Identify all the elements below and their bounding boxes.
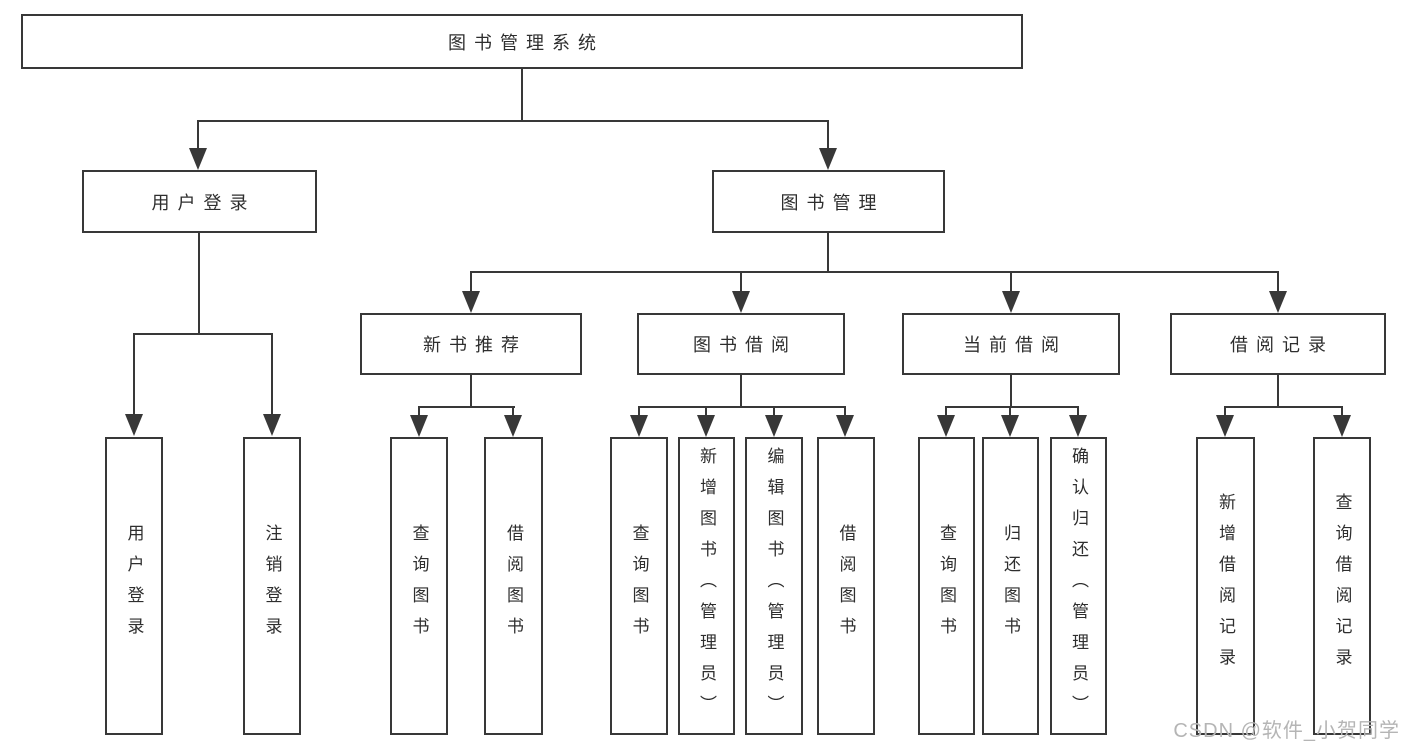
- connector-line: [512, 406, 514, 418]
- arrow-down-icon: [1269, 291, 1287, 313]
- connector-line: [945, 406, 947, 418]
- node-label: 归还图书: [1001, 524, 1020, 648]
- node-label: 确认归还（管理员）: [1069, 446, 1088, 726]
- connector-line: [1277, 271, 1279, 293]
- connector-line: [638, 406, 640, 418]
- node-leaf-confirm-return-admin: 确认归还（管理员）: [1050, 437, 1107, 735]
- node-label: 编辑图书（管理员）: [764, 446, 784, 726]
- node-book-management: 图书管理: [712, 170, 945, 233]
- node-label: 查询图书: [629, 524, 649, 648]
- connector-line: [133, 333, 273, 335]
- arrow-down-icon: [819, 148, 837, 170]
- connector-line: [1010, 375, 1012, 408]
- node-label: 查询图书: [409, 524, 429, 648]
- node-label: 注销登录: [262, 524, 282, 648]
- node-leaf-query-books-3: 查询图书: [918, 437, 975, 735]
- node-label: 新增图书（管理员）: [697, 446, 716, 726]
- connector-line: [945, 406, 1079, 408]
- node-label: 查询借阅记录: [1332, 493, 1352, 679]
- connector-line: [197, 120, 829, 122]
- node-leaf-logout-login: 注销登录: [243, 437, 301, 735]
- connector-line: [740, 375, 742, 408]
- node-leaf-borrow-books-1: 借阅图书: [484, 437, 543, 735]
- connector-line: [638, 406, 846, 408]
- node-leaf-add-borrow-record: 新增借阅记录: [1196, 437, 1255, 735]
- arrow-down-icon: [732, 291, 750, 313]
- node-leaf-query-books-2: 查询图书: [610, 437, 668, 735]
- arrow-down-icon: [765, 415, 783, 437]
- connector-line: [470, 271, 472, 293]
- connector-line: [418, 406, 515, 408]
- arrow-down-icon: [697, 415, 715, 437]
- arrow-down-icon: [937, 415, 955, 437]
- connector-line: [705, 406, 707, 418]
- node-user-login: 用户登录: [82, 170, 317, 233]
- connector-line: [1224, 406, 1343, 408]
- connector-line: [521, 69, 523, 120]
- node-leaf-query-borrow-record: 查询借阅记录: [1313, 437, 1371, 735]
- connector-line: [740, 271, 742, 293]
- arrow-down-icon: [1001, 415, 1019, 437]
- arrow-down-icon: [125, 414, 143, 436]
- watermark: CSDN @软件_小贺同学: [1173, 720, 1400, 742]
- arrow-down-icon: [836, 415, 854, 437]
- node-new-book-recommendation: 新书推荐: [360, 313, 582, 375]
- node-borrowing-records: 借阅记录: [1170, 313, 1386, 375]
- node-leaf-borrow-books-2: 借阅图书: [817, 437, 875, 735]
- node-leaf-return-books: 归还图书: [982, 437, 1039, 735]
- node-label: 新书推荐: [423, 335, 527, 355]
- arrow-down-icon: [1002, 291, 1020, 313]
- connector-line: [844, 406, 846, 418]
- arrow-down-icon: [1069, 415, 1087, 437]
- node-label: 借阅图书: [836, 524, 856, 648]
- connector-line: [827, 120, 829, 150]
- connector-line: [773, 406, 775, 418]
- node-label: 借阅记录: [1230, 335, 1334, 355]
- connector-line: [418, 406, 420, 418]
- node-label: 图书借阅: [693, 335, 797, 355]
- node-label: 图书管理: [780, 192, 885, 213]
- arrow-down-icon: [630, 415, 648, 437]
- connector-line: [827, 233, 829, 273]
- node-leaf-query-books-1: 查询图书: [390, 437, 448, 735]
- connector-line: [197, 120, 199, 150]
- node-current-borrowing: 当前借阅: [902, 313, 1120, 375]
- node-book-borrowing: 图书借阅: [637, 313, 845, 375]
- connector-line: [1077, 406, 1079, 418]
- arrow-down-icon: [504, 415, 522, 437]
- node-label: 查询图书: [937, 524, 956, 648]
- arrow-down-icon: [1333, 415, 1351, 437]
- arrow-down-icon: [189, 148, 207, 170]
- node-leaf-user-login: 用户登录: [105, 437, 163, 735]
- node-label: 用户登录: [124, 524, 144, 648]
- arrow-down-icon: [263, 414, 281, 436]
- node-label: 图书管理系统: [448, 32, 604, 53]
- connector-line: [1009, 406, 1011, 418]
- connector-line: [1341, 406, 1343, 418]
- connector-line: [198, 233, 200, 335]
- arrow-down-icon: [462, 291, 480, 313]
- node-label: 借阅图书: [504, 524, 523, 648]
- connector-line: [133, 333, 135, 416]
- connector-line: [1010, 271, 1012, 293]
- node-label: 当前借阅: [963, 335, 1067, 355]
- node-leaf-add-books-admin: 新增图书（管理员）: [678, 437, 735, 735]
- connector-line: [1224, 406, 1226, 418]
- connector-line: [470, 271, 1279, 273]
- arrow-down-icon: [1216, 415, 1234, 437]
- arrow-down-icon: [410, 415, 428, 437]
- connector-line: [470, 375, 472, 408]
- node-leaf-edit-books-admin: 编辑图书（管理员）: [745, 437, 803, 735]
- connector-line: [271, 333, 273, 416]
- node-label: 用户登录: [151, 192, 256, 213]
- node-label: 新增借阅记录: [1216, 493, 1235, 679]
- node-library-management-system: 图书管理系统: [21, 14, 1023, 69]
- connector-line: [1277, 375, 1279, 408]
